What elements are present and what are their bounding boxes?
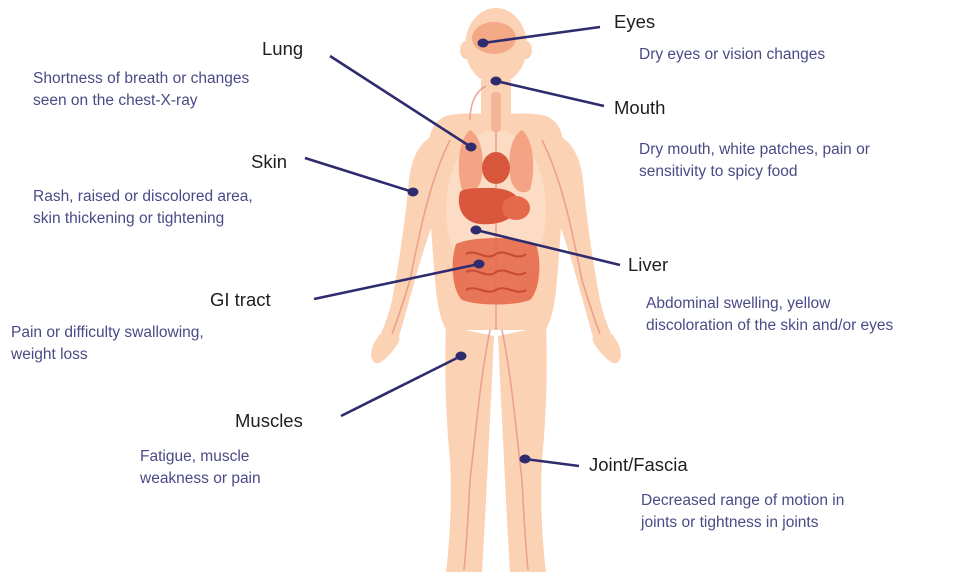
callout-label-skin: Skin [251,151,287,173]
leader-line-skin [305,158,413,192]
leader-dot-joint-fascia [520,455,531,464]
leader-dot-gi-tract [474,260,485,269]
ear-left [460,41,472,59]
callout-description-joint-fascia: Decreased range of motion in joints or t… [641,490,844,534]
hand-right [592,334,621,363]
callout-description-skin: Rash, raised or discolored area, skin th… [33,186,253,230]
callout-description-mouth: Dry mouth, white patches, pain or sensit… [639,139,870,183]
callout-description-lung: Shortness of breath or changes seen on t… [33,68,249,112]
leg-right [498,326,547,572]
leader-dot-lung [466,143,477,152]
leader-line-lung [330,56,471,147]
leader-dot-eyes [478,39,489,48]
leader-dot-muscles [456,352,467,361]
leader-line-muscles [341,356,461,416]
heart [482,152,510,184]
trachea [491,92,501,132]
leader-dot-mouth [491,77,502,86]
callout-label-lung: Lung [262,38,303,60]
callout-label-mouth: Mouth [614,97,665,119]
callout-description-liver: Abdominal swelling, yellow discoloration… [646,293,893,337]
brain [472,22,516,54]
callout-label-gi-tract: GI tract [210,289,271,311]
leg-left [445,326,494,572]
ear-right [520,41,532,59]
callout-description-eyes: Dry eyes or vision changes [639,44,825,66]
leader-line-mouth [496,81,604,106]
stomach [502,196,530,220]
leader-dot-liver [471,226,482,235]
callout-label-joint-fascia: Joint/Fascia [589,454,688,476]
callout-description-gi-tract: Pain or difficulty swallowing, weight lo… [11,322,204,366]
callout-label-eyes: Eyes [614,11,655,33]
callout-description-muscles: Fatigue, muscle weakness or pain [140,446,261,490]
callout-label-muscles: Muscles [235,410,303,432]
callout-label-liver: Liver [628,254,668,276]
leader-dot-skin [408,188,419,197]
hand-left [371,334,400,363]
